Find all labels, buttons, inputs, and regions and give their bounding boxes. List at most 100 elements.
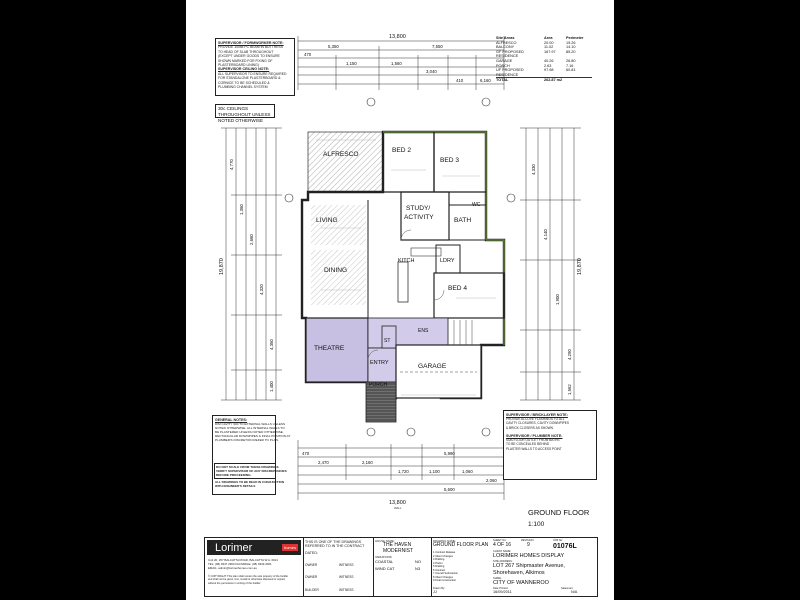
- dim-top-7: 410: [456, 78, 464, 83]
- dim-left-4: 4,320: [259, 284, 264, 295]
- supervisor-line: SHOWN MARKED FOR FIXING OF: [218, 58, 273, 63]
- dim-bottom-2: 2,470: [318, 460, 329, 465]
- contract-panel: THIS IS ONE OF THE DRAWINGS REFERRED TO …: [303, 538, 374, 596]
- room-ldry: LDRY: [440, 258, 455, 264]
- general-line: RECTANGULAR DOWNPIPES & FINAL POSITION A…: [215, 434, 291, 438]
- room-bath: BATH: [454, 217, 471, 224]
- revision-number: 9: [527, 542, 530, 548]
- supervisor-line: (EXCEPT UNDER GOODS TO ENSURE: [218, 54, 280, 59]
- dim-overall-right: 19,870: [577, 258, 583, 275]
- drawing-panel: DRAWING NAME: GROUND FLOOR PLAN SHEET No…: [433, 539, 578, 594]
- job-number: 01076L: [553, 543, 577, 550]
- dim-top-5: 1,560: [391, 61, 402, 66]
- dim-bottom-9: 5,600: [444, 487, 455, 492]
- dim-right-1: 4,330: [531, 164, 536, 175]
- general-line: NOTED OTHERWISE. ALL INTERNAL WALLS TO: [215, 426, 285, 430]
- dim-bottom-5: 1,100: [429, 469, 440, 474]
- room-dining: DINING: [324, 267, 347, 274]
- dim-top-1: 5,350: [328, 44, 339, 49]
- house-variation: MODERNIST: [383, 548, 413, 554]
- sheet-number: 4 OF 16: [493, 542, 512, 548]
- site-address-1: LOT 267 Shipmaster Avenue,: [493, 563, 565, 569]
- ceiling-line: CORNICE TO BE SCHEDULED &: [218, 80, 270, 85]
- dim-overall-bottom: 13,800: [389, 500, 406, 506]
- supervisor-line: PROVIDE 100x8 PC BEAM IN BUTTRESS: [218, 45, 284, 50]
- room-bed2: BED 2: [392, 147, 411, 154]
- house-name: THE HAVEN: [383, 542, 412, 548]
- dim-left-5: 4,350: [269, 339, 274, 350]
- drawn-by: JJ: [433, 590, 437, 594]
- dim-bottom-3: 2,160: [362, 460, 373, 465]
- coastal-value: NO: [415, 559, 421, 564]
- room-wc: WC: [472, 202, 481, 208]
- right-dimensions: [520, 127, 581, 401]
- room-activity: ACTIVITY: [404, 214, 434, 221]
- house-panel: HOUSE NAME: THE HAVEN MODERNIST VARIATIO…: [373, 538, 432, 596]
- general-line: DIM CAVITY 900 TO EXTERNAL WALLS UNLESS: [215, 422, 286, 426]
- top-dimensions: [297, 36, 505, 90]
- site-address-2: Shorehaven, Alkimos: [493, 570, 545, 576]
- dim-top-8: 6,160: [480, 78, 491, 83]
- wind-value: N3: [415, 566, 421, 571]
- bottom-dimensions: [297, 440, 505, 500]
- council-name: CITY OF WANNEROO: [493, 580, 549, 586]
- dim-left-2: 1,360: [239, 204, 244, 215]
- dim-right-5: 1,562: [567, 384, 572, 395]
- drawing-sheet: ALFRESCO BED 2 BED 3 STUDY/ ACTIVITY BAT…: [186, 0, 614, 600]
- ceiling-line: PLUMBING CHANNEL SYSTEM: [218, 85, 268, 90]
- dim-top-4: 1,150: [346, 61, 357, 66]
- room-living: LIVING: [316, 217, 338, 224]
- revision-list: 1 Contract Release 2 Client Changes 3 Dr…: [433, 551, 458, 582]
- coastal-label: COASTAL: [375, 559, 394, 564]
- dim-right-3: 1,900: [555, 294, 560, 305]
- room-study: STUDY/: [406, 205, 430, 212]
- dim-bottom-6: 1,060: [462, 469, 473, 474]
- dim-left-3: 2,660: [249, 234, 254, 245]
- dim-bottom-4: 1,720: [398, 469, 409, 474]
- lorimer-logo: Lorimer homes: [207, 540, 301, 555]
- general-notes-heading: GENERAL NOTES:: [215, 418, 248, 422]
- room-kitch: KITCH: [398, 258, 415, 264]
- drawing-name: GROUND FLOOR PLAN: [433, 542, 489, 548]
- dim-bottom-8: 5,990: [444, 451, 455, 456]
- room-entry: ENTRY: [370, 360, 389, 366]
- wind-label: WIND CAT: [375, 566, 395, 571]
- dim-overall-top: 13,800: [389, 34, 406, 40]
- ceiling-line: ALL SUPERVISOR TO ENSURE REQUIRED: [218, 71, 287, 76]
- dim-right-2: 4,140: [543, 229, 548, 240]
- room-bed3: BED 3: [440, 157, 459, 164]
- general-notes-box: GENERAL NOTES: DIM CAVITY 900 TO EXTERNA…: [212, 415, 290, 495]
- bricklayer-heading: SUPERVISOR / BRICKLAYER NOTE:: [506, 413, 568, 417]
- room-st: ST: [384, 338, 390, 344]
- room-theatre: THEATRE: [314, 345, 345, 352]
- dim-left-6: 1,400: [269, 381, 274, 392]
- dim-top-3: 470: [304, 52, 312, 57]
- room-bed4: BED 4: [448, 285, 467, 292]
- salesman: N/A: [571, 590, 578, 594]
- scale-warning: DO NOT SCALE FROM THESE DRAWINGS. VERIFY…: [214, 463, 287, 479]
- room-garage: GARAGE: [418, 363, 447, 370]
- title-block: Lorimer homes Unit 20, 257 BALCATTA ROAD…: [204, 537, 598, 597]
- dim-left-1: 4,770: [229, 159, 234, 170]
- dim-top-2: 7,550: [432, 44, 443, 49]
- supervisor-line: TO HEAD OF SLAB THROUGHOUT: [218, 49, 274, 54]
- date-printed: 16/09/2011: [493, 590, 512, 594]
- room-ens: ENS: [418, 328, 429, 334]
- ceilings-note-box: 30c CEILINGS THROUGHOUT UNLESS NOTED OTH…: [215, 104, 275, 123]
- general-line: PLUMBER'S DISCRETION REFER TO PLAN.: [215, 438, 279, 442]
- dim-bottom-1: 470: [302, 451, 310, 456]
- ceiling-line: FOR STANDALONE PLASTERBOARD &: [218, 76, 281, 81]
- dim-bottom-7: 2,060: [486, 478, 497, 483]
- logo-panel: Lorimer homes Unit 20, 257 BALCATTA ROAD…: [205, 538, 304, 596]
- bricklayer-notes-box: SUPERVISOR / BRICKLAYER NOTE: PROVIDE AL…: [503, 410, 597, 480]
- read-note: ALL DRAWINGS TO BE READ IN CONJUNCTION W…: [215, 480, 285, 488]
- dim-top-6: 3,040: [426, 69, 437, 74]
- floor-title: GROUND FLOOR: [528, 508, 590, 517]
- dim-overall-left: 19,870: [219, 258, 225, 275]
- grid-markers: [284, 97, 516, 437]
